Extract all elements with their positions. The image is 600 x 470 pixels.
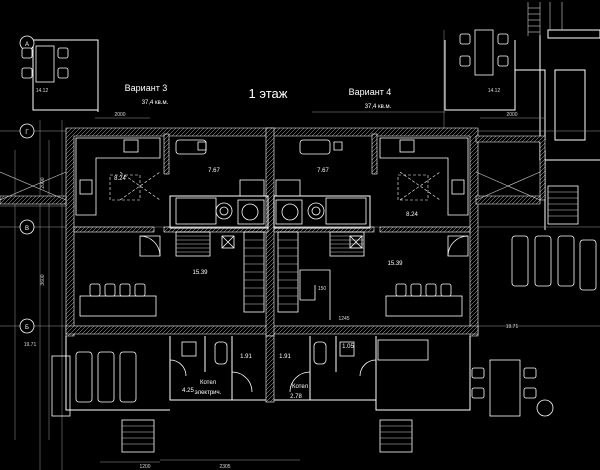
dim-2000-b: 2000 xyxy=(506,112,517,118)
axis-label-b: Б xyxy=(25,325,29,331)
terrace-area-rr: 19.71 xyxy=(506,324,519,330)
variant-4-name: Вариант 4 xyxy=(349,87,392,97)
axis-marker-g xyxy=(19,123,35,139)
axis-markers: Г В Б А xyxy=(19,35,35,334)
axis-marker-v xyxy=(19,219,35,235)
room-area-boiler-left: 4.25 xyxy=(182,388,194,394)
terrace-bottom-left xyxy=(51,351,155,453)
dim-2305: 2305 xyxy=(219,464,230,470)
terrace-top-right xyxy=(459,29,509,76)
dim-3600: 3600 xyxy=(40,274,46,285)
side-lounges xyxy=(511,185,597,291)
floor-title: 1 этаж xyxy=(249,86,288,101)
dim-2000-c: 2000 xyxy=(40,177,46,188)
dim-150: 150 xyxy=(318,286,327,292)
boiler-right-note-1: Котел xyxy=(292,384,309,390)
axis-marker-b xyxy=(19,318,35,334)
lower-wing-fixtures xyxy=(169,339,429,393)
terrace-area-tl: 14.12 xyxy=(36,88,49,94)
terrace-area-tr: 14.12 xyxy=(488,88,501,94)
living-left-furniture xyxy=(79,235,161,317)
room-area-boiler-right: 2.78 xyxy=(290,394,302,400)
dim-1200: 1200 xyxy=(139,464,150,470)
room-area-left-bath: 7.67 xyxy=(208,168,220,174)
axis-label-a: А xyxy=(25,42,29,48)
kitchen-right-counters xyxy=(379,137,469,216)
central-stairs xyxy=(243,231,331,320)
bathroom-fixtures xyxy=(175,139,367,257)
boiler-left-note-1: Котел xyxy=(200,380,217,386)
room-area-left-kitchen: 8.24 xyxy=(114,176,126,182)
living-right-furniture xyxy=(385,235,469,317)
variant-3-area: 37,4 кв.м. xyxy=(142,100,169,106)
dim-1245: 1245 xyxy=(338,316,349,322)
axis-label-v: В xyxy=(25,226,29,232)
room-area-corridor: 1.05 xyxy=(342,344,354,350)
room-area-left-wc: 1.91 xyxy=(240,354,252,360)
kitchen-left-counters xyxy=(75,137,161,216)
opening-markers xyxy=(0,171,541,201)
variant-4-area: 37,4 кв.м. xyxy=(365,104,392,110)
terrace-top-left xyxy=(21,45,69,83)
variant-3-name: Вариант 3 xyxy=(125,83,168,93)
labels: 1 этаж Вариант 3 37,4 кв.м. Вариант 4 37… xyxy=(24,83,519,470)
terrace-area-ll: 19.71 xyxy=(24,342,37,348)
room-area-right-bath: 7.67 xyxy=(317,168,329,174)
room-area-left-living: 15.39 xyxy=(192,270,208,276)
dim-2000-a: 2000 xyxy=(114,112,125,118)
room-area-right-wc: 1.91 xyxy=(279,354,291,360)
main-building xyxy=(0,127,546,411)
room-area-right-living: 15.39 xyxy=(387,261,403,267)
boiler-left-note-2: электрич. xyxy=(195,390,222,396)
terrace-bottom-right xyxy=(379,359,554,453)
room-area-right-kitchen: 8.24 xyxy=(406,212,418,218)
axis-lines xyxy=(0,30,600,470)
axis-label-g: Г xyxy=(25,130,29,136)
